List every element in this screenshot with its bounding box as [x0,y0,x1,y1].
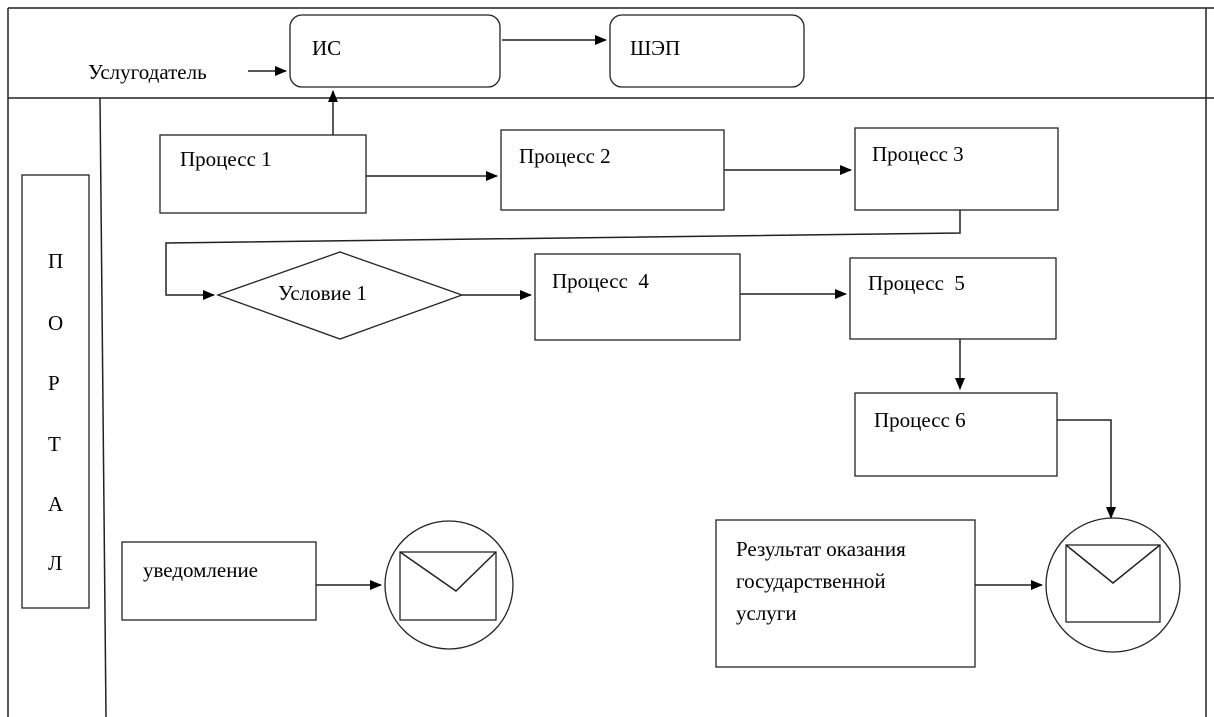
process-1-box: Процесс 1 [159,134,367,214]
condition-1-diamond: Условие 1 [216,251,464,340]
portal-box: П О Р Т А Л [21,174,90,609]
process-6-box: Процесс 6 [854,392,1058,477]
process-5-label: Процесс 5 [868,271,965,295]
is-box: ИС [289,14,501,88]
result-label-line-1: Результат оказания [736,537,906,561]
notification-envelope-icon [384,520,514,650]
notification-label: уведомление [143,558,258,582]
process-1-label: Процесс 1 [180,147,272,171]
shep-label: ШЭП [630,36,680,60]
result-label-line-3: услуги [736,601,797,625]
process-3-box: Процесс 3 [854,127,1059,211]
connector-process3-to-condition1 [165,210,961,300]
process-6-label: Процесс 6 [874,408,966,432]
portal-letter-1: П [48,249,63,273]
portal-letter-4: Т [48,432,61,456]
condition-1-label: Условие 1 [278,281,367,305]
process-4-box: Процесс 4 [534,253,741,341]
notification-box: уведомление [121,541,317,621]
result-box: Результат оказания государственной услуг… [715,519,976,668]
portal-letter-5: А [48,492,64,516]
portal-letter-2: О [48,311,63,335]
process-3-label: Процесс 3 [872,142,964,166]
process-2-box: Процесс 2 [500,129,725,211]
process-5-box: Процесс 5 [849,257,1057,340]
result-label-line-2: государственной [736,569,886,593]
result-envelope-icon [1045,517,1181,653]
shep-box: ШЭП [609,14,805,88]
portal-letter-3: Р [48,371,60,395]
swimlane-frame [7,7,1214,717]
actor-label: Услугодатель [88,60,207,84]
process-4-label: Процесс 4 [552,269,649,293]
portal-letter-6: Л [48,551,62,575]
process-2-label: Процесс 2 [519,144,611,168]
connector-process6-to-result-envelope [1057,419,1116,519]
is-label: ИС [312,36,341,60]
